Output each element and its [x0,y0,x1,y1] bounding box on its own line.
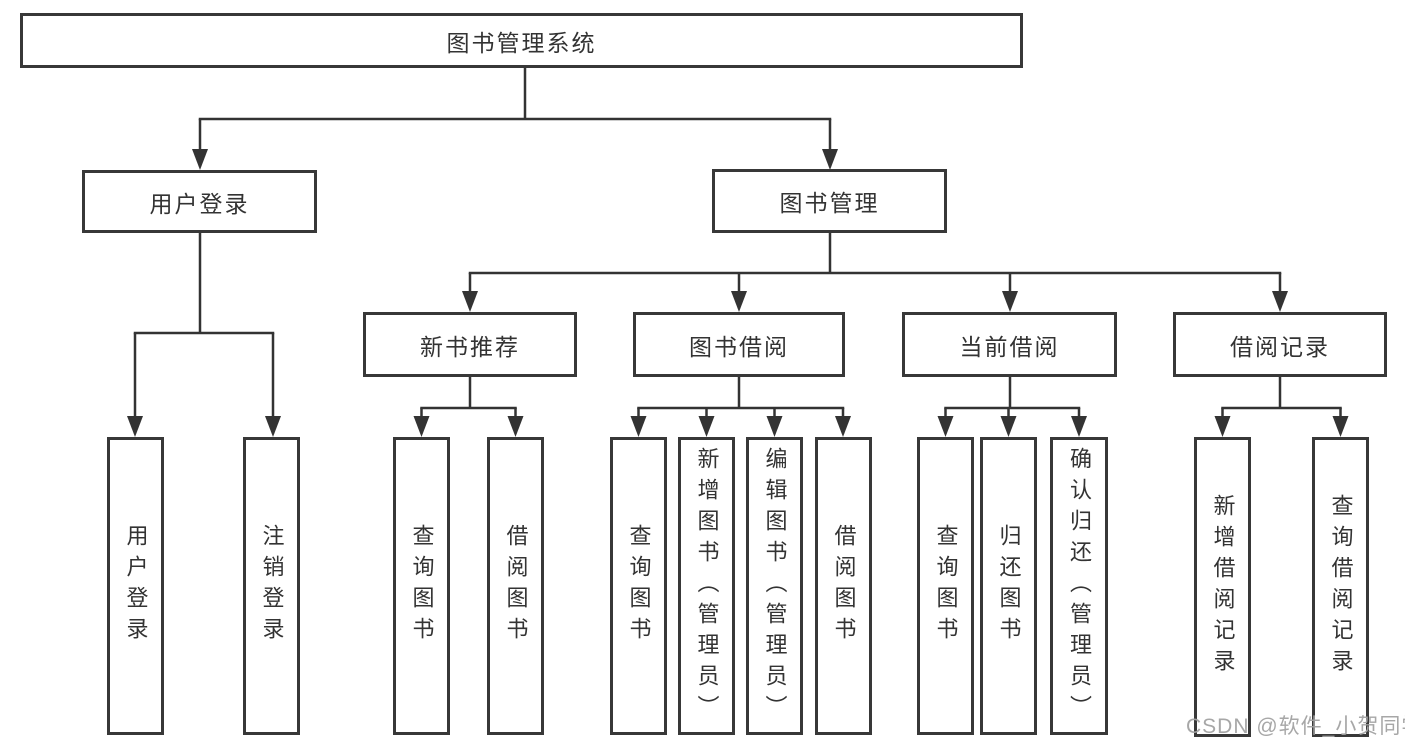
leaf-current-confirm-return-admin-label: 确认归还（管理员） [1067,446,1092,726]
node-borrowing-records-label: 借阅记录 [1230,333,1330,360]
watermark: CSDN @软件_小贺同学 [1186,715,1405,738]
node-root: 图书管理系统 [20,13,1023,68]
leaf-newrec-borrow-books-label: 借阅图书 [503,524,529,648]
leaf-current-return-books-label: 归还图书 [996,524,1022,648]
node-new-book-recommend: 新书推荐 [363,312,577,377]
node-book-borrowing: 图书借阅 [633,312,845,377]
node-book-management-label: 图书管理 [779,190,880,216]
leaf-records-query-record-label: 查询借阅记录 [1328,494,1354,680]
leaf-borrow-add-books-admin: 新增图书（管理员） [678,437,735,735]
leaf-newrec-borrow-books: 借阅图书 [487,437,544,735]
leaf-logout-label: 注销登录 [259,524,285,648]
leaf-newrec-query-books: 查询图书 [393,437,450,735]
leaf-borrow-query-books-label: 查询图书 [626,524,652,648]
leaf-borrow-borrow-books-label: 借阅图书 [831,524,857,648]
node-book-borrowing-label: 图书借阅 [689,333,789,360]
leaf-records-add-record: 新增借阅记录 [1194,437,1251,737]
leaf-user-login: 用户登录 [107,437,164,735]
leaf-borrow-query-books: 查询图书 [610,437,667,735]
node-user-login-label: 用户登录 [149,190,250,217]
leaf-user-login-label: 用户登录 [123,524,149,648]
leaf-borrow-add-books-admin-label: 新增图书（管理员） [694,446,720,726]
node-user-login: 用户登录 [82,170,317,233]
node-current-borrowing-label: 当前借阅 [959,333,1060,360]
leaf-borrow-edit-books-admin: 编辑图书（管理员） [746,437,803,735]
arrowhead-icons [127,149,1349,437]
leaf-borrow-borrow-books: 借阅图书 [815,437,872,735]
leaf-current-return-books: 归还图书 [980,437,1037,735]
leaf-current-query-books-label: 查询图书 [933,524,959,648]
node-new-book-recommend-label: 新书推荐 [420,333,520,360]
leaf-logout: 注销登录 [243,437,300,735]
leaf-records-add-record-label: 新增借阅记录 [1210,494,1236,680]
leaf-current-confirm-return-admin: 确认归还（管理员） [1050,437,1108,735]
leaf-borrow-edit-books-admin-label: 编辑图书（管理员） [762,446,788,726]
node-current-borrowing: 当前借阅 [902,312,1117,377]
node-root-label: 图书管理系统 [446,29,597,56]
node-book-management: 图书管理 [712,169,947,233]
leaf-records-query-record: 查询借阅记录 [1312,437,1369,737]
node-borrowing-records: 借阅记录 [1173,312,1387,377]
leaf-current-query-books: 查询图书 [917,437,974,735]
leaf-newrec-query-books-label: 查询图书 [409,524,435,648]
